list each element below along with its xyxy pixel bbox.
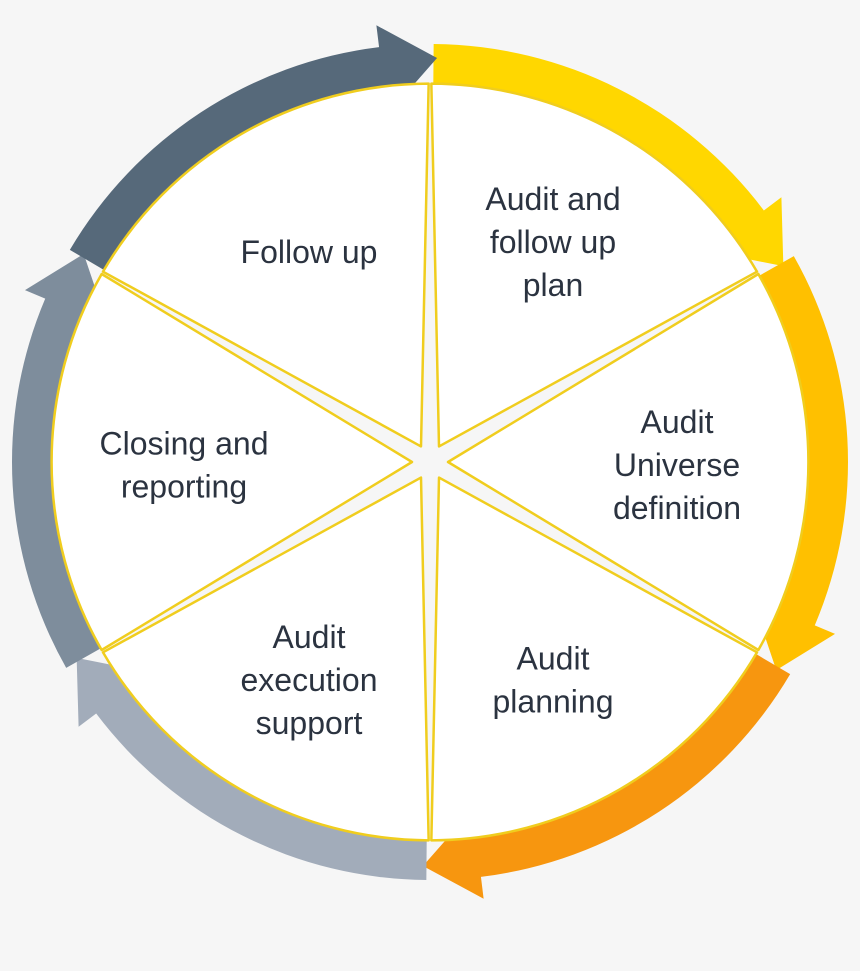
- audit-and-follow-up-plan-label-line: plan: [523, 267, 584, 303]
- closing-and-reporting-label-line: Closing and: [100, 426, 269, 462]
- audit-universe-definition-label-line: Universe: [614, 447, 740, 483]
- follow-up-segment: [101, 82, 430, 448]
- audit-planning-arrow: [422, 649, 791, 899]
- follow-up-label: Follow up: [241, 234, 378, 270]
- cycle-segments: [50, 82, 810, 842]
- audit-universe-definition-label-line: definition: [613, 490, 741, 526]
- audit-planning-label-line: planning: [493, 684, 614, 720]
- closing-and-reporting-label: Closing and reporting: [100, 426, 269, 505]
- audit-and-follow-up-plan-segment: [430, 82, 759, 448]
- audit-universe-definition-label-line: Audit: [641, 404, 714, 440]
- audit-execution-support-label: Audit execution support: [241, 619, 378, 741]
- audit-planning-segment: [430, 476, 759, 842]
- audit-execution-support-label-line: support: [256, 705, 363, 741]
- audit-planning-label: Audit planning: [493, 641, 614, 720]
- follow-up-arrow: [69, 25, 438, 275]
- audit-and-follow-up-plan-label: Audit and follow up plan: [485, 181, 620, 303]
- audit-and-follow-up-plan-label-line: follow up: [490, 224, 616, 260]
- follow-up-label-line: Follow up: [241, 234, 378, 270]
- closing-and-reporting-segment: [50, 272, 414, 652]
- audit-execution-support-segment: [101, 476, 430, 842]
- audit-universe-definition-segment: [446, 272, 810, 652]
- audit-execution-support-label-line: execution: [241, 662, 378, 698]
- audit-execution-support-label-line: Audit: [273, 619, 346, 655]
- audit-and-follow-up-plan-label-line: Audit and: [485, 181, 620, 217]
- closing-and-reporting-label-line: reporting: [121, 469, 247, 505]
- audit-planning-label-line: Audit: [517, 641, 590, 677]
